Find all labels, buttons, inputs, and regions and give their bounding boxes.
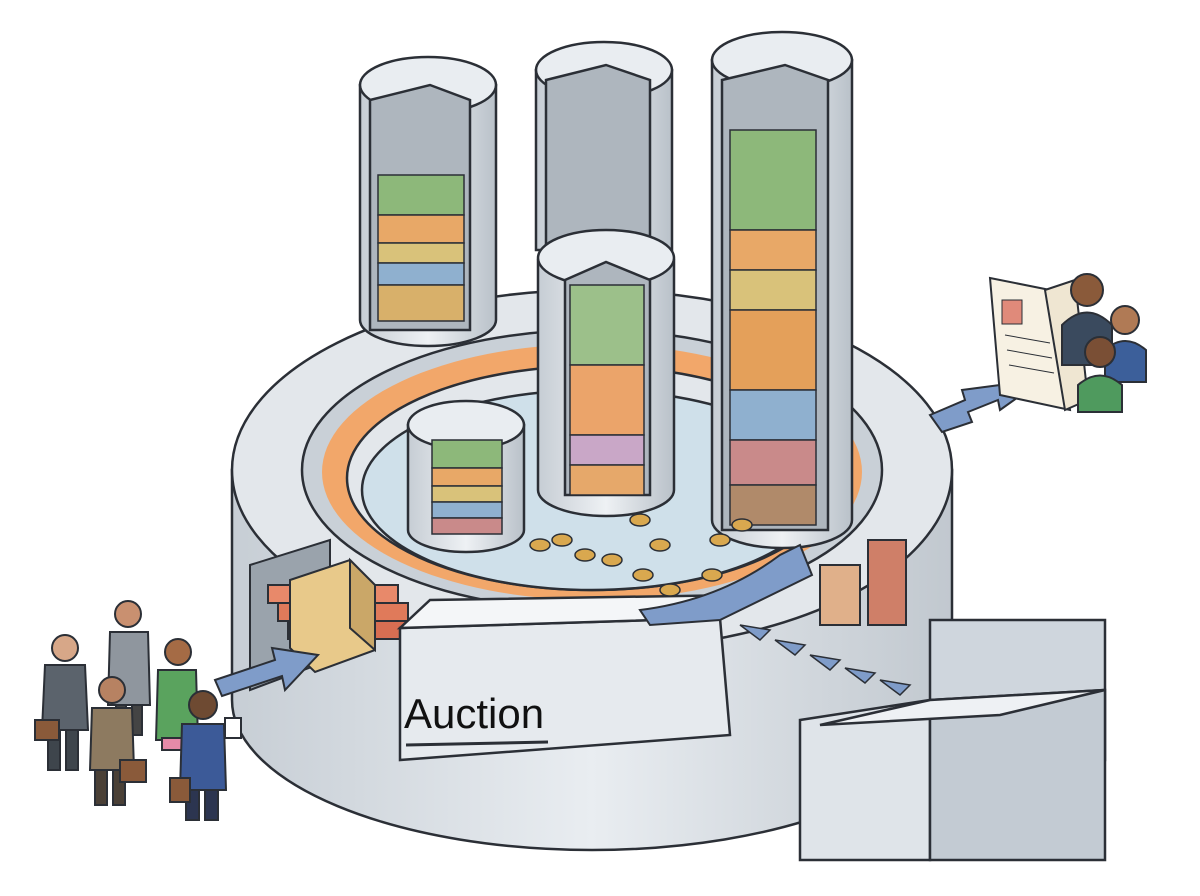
output-box [798,618,1107,862]
tower-middle-back [534,40,674,252]
people-group-icon [34,600,242,821]
cash-stack-icon [431,439,503,535]
arrow-chain [739,624,912,696]
tower-left [358,55,498,348]
coin-icon [659,583,681,597]
coin-icon [709,533,731,547]
coin-icon [601,553,623,567]
arrow-icon [213,646,321,698]
arrow-icon [774,639,807,656]
coin-icon [629,513,651,527]
cash-stack-icon [377,174,465,322]
arrow-icon [879,679,912,696]
conveyor-arc [638,543,814,627]
arrow-icon [739,624,772,641]
cash-stack-icon [729,129,817,526]
auction-label: Auction [404,690,544,737]
arrow-icon [844,667,877,684]
tower-center [536,228,676,518]
arrow-icon [809,654,842,671]
coin-icon [632,568,654,582]
coin-flow [529,513,753,597]
coin-icon [574,548,596,562]
ring-side-panels [819,539,907,626]
entrance-steps [249,538,419,692]
tower-small [406,399,526,554]
coin-icon [649,538,671,552]
coin-icon [731,518,753,532]
coin-icon [551,533,573,547]
bidders-group-icon [1061,273,1147,413]
tower-right [710,30,854,550]
coin-icon [529,538,551,552]
coin-icon [701,568,723,582]
